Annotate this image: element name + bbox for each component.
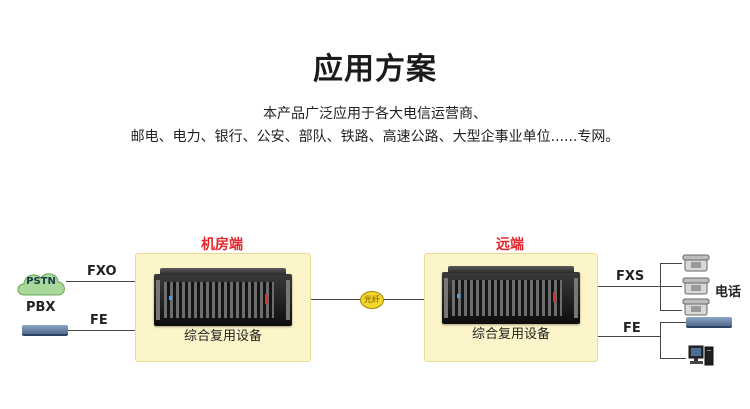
fiber-coupler-icon: 光纤 (360, 291, 384, 309)
fe-right-trunk-line (596, 336, 660, 337)
computer-icon (687, 344, 715, 370)
fxs-branch-3 (660, 310, 682, 311)
description-line-2: 邮电、电力、银行、公安、部队、铁路、高速公路、大型企事业单位......专网。 (0, 126, 750, 146)
fe-left-link-line (68, 330, 136, 331)
fxs-trunk-line (596, 286, 660, 287)
fe-right-branch-pc (660, 358, 686, 359)
fe-left-label: FE (90, 313, 108, 328)
right-device-caption: 综合复用设备 (425, 323, 597, 342)
phone-label: 电话 (715, 281, 741, 300)
fe-right-branch-switch (660, 322, 686, 323)
mux-device-icon (442, 272, 580, 324)
fe-right-vertical (660, 322, 661, 358)
section-title: 应用方案 (0, 44, 750, 88)
switch-icon (22, 325, 68, 334)
fxs-branch-2 (660, 286, 682, 287)
fxs-branch-1 (660, 263, 682, 264)
right-panel: 综合复用设备 (424, 253, 598, 362)
left-panel-label: 机房端 (135, 234, 309, 254)
mux-device-icon (154, 274, 292, 326)
fxo-link-line (66, 281, 136, 282)
left-device-caption: 综合复用设备 (136, 325, 310, 344)
pstn-cloud: PSTN (14, 267, 68, 299)
fiber-link-line-left (309, 299, 361, 300)
fiber-link-line-right (383, 299, 425, 300)
description-line-1: 本产品广泛应用于各大电信运营商、 (0, 103, 750, 123)
fe-right-label: FE (623, 321, 641, 336)
right-panel-label: 远端 (424, 234, 596, 254)
pstn-label: PSTN (14, 276, 68, 287)
fxo-label: FXO (87, 264, 117, 279)
left-panel: 综合复用设备 (135, 253, 311, 362)
telephone-icon (682, 252, 712, 316)
pbx-label: PBX (26, 300, 55, 315)
fxs-label: FXS (616, 269, 644, 284)
switch-icon (686, 317, 732, 326)
